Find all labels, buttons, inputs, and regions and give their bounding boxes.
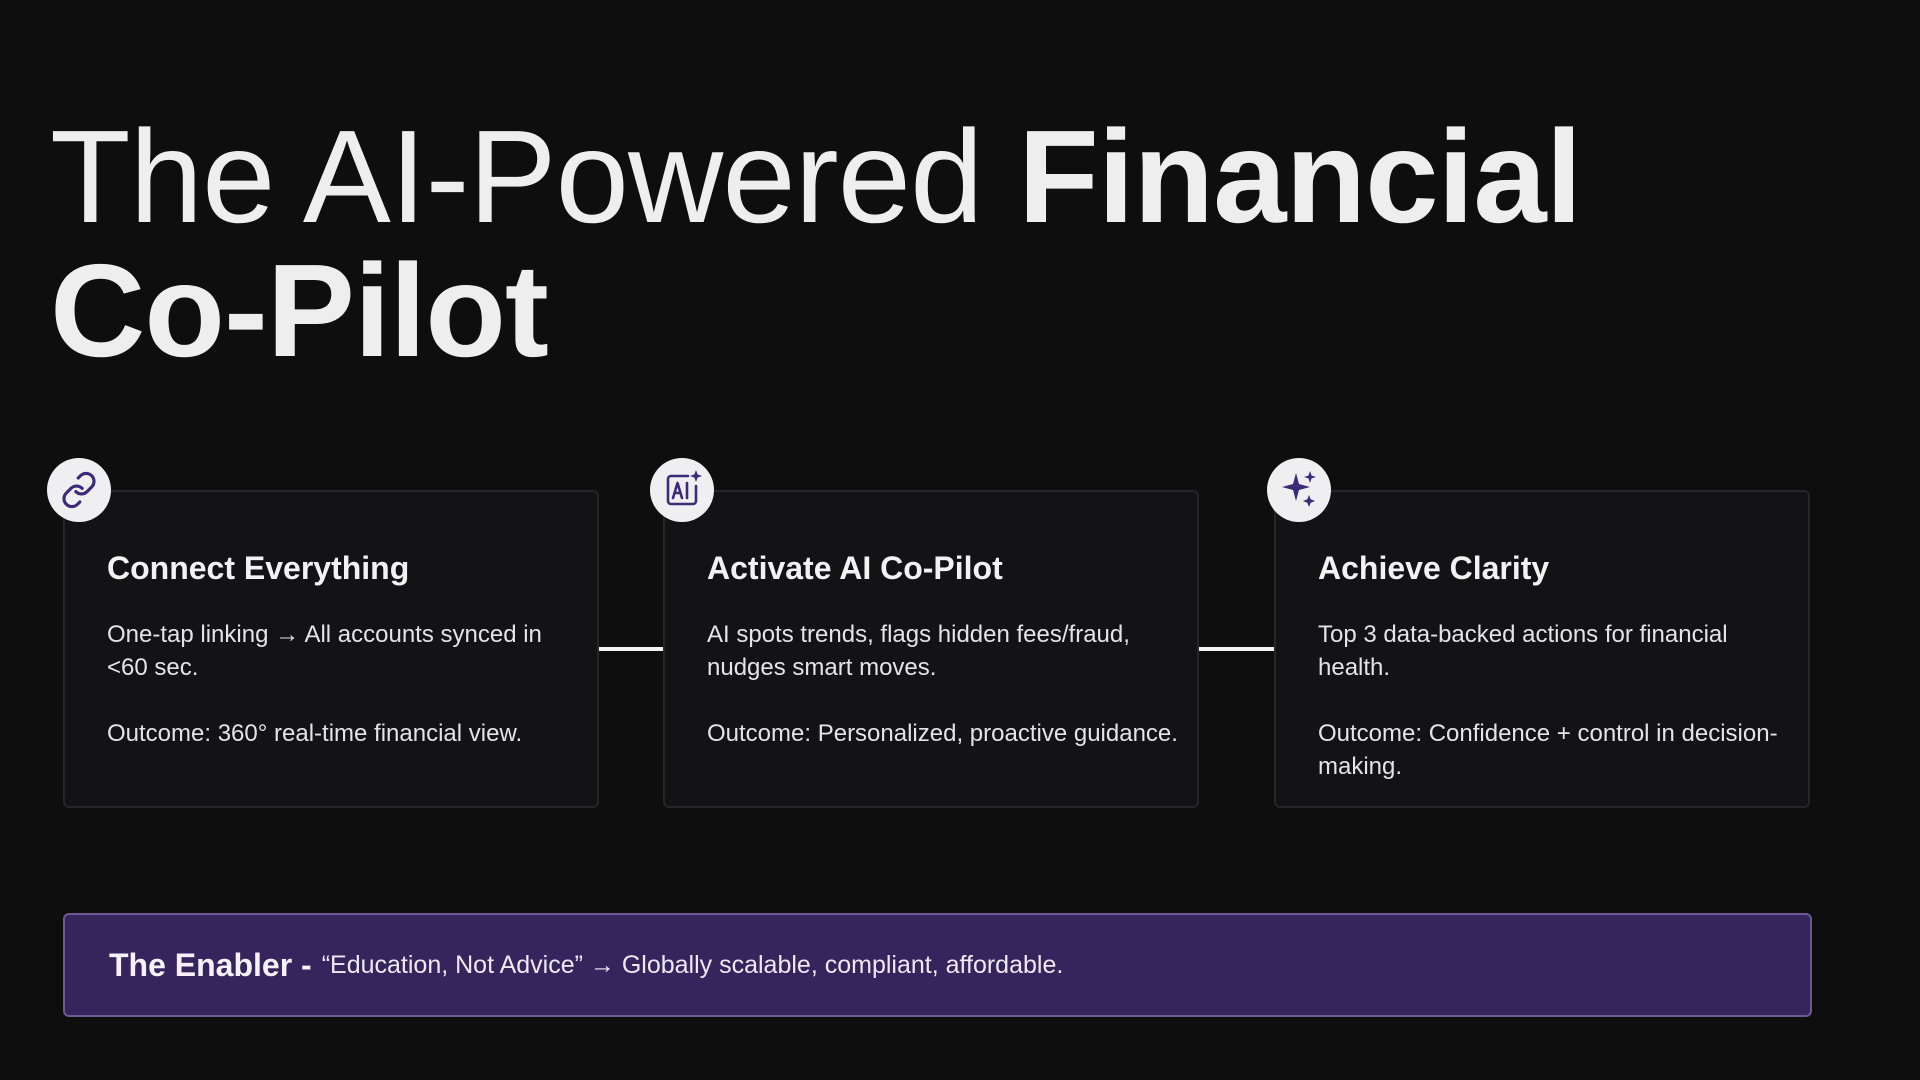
enabler-label: The Enabler - <box>109 946 312 983</box>
card-title: Achieve Clarity <box>1318 550 1550 586</box>
step-connector <box>1199 647 1274 651</box>
title-line-1: The AI-Powered Financial <box>50 110 1582 244</box>
title-light-text: The AI-Powered <box>50 103 1019 250</box>
step-card-connect: Connect Everything One-tap linking → All… <box>63 490 599 808</box>
link-icon <box>62 471 96 509</box>
step-card-activate: Activate AI Co-Pilot AI spots trends, fl… <box>663 490 1199 808</box>
enabler-text: “Education, Not Advice” → Globally scala… <box>321 950 1064 979</box>
link-icon-badge <box>47 458 111 522</box>
sparkles-icon <box>1282 471 1316 507</box>
card-title: Activate AI Co-Pilot <box>707 550 1003 586</box>
card-body: AI spots trends, flags hidden fees/fraud… <box>707 621 1130 681</box>
sparkles-icon-badge <box>1267 458 1331 522</box>
card-outcome: Outcome: 360° real-time financial view. <box>107 720 523 747</box>
enabler-banner: The Enabler - “Education, Not Advice” → … <box>63 913 1812 1017</box>
step-card-clarity: Achieve Clarity Top 3 data-backed action… <box>1274 490 1810 808</box>
card-title: Connect Everything <box>107 550 410 586</box>
card-outcome: Outcome: Personalized, proactive guidanc… <box>707 720 1178 747</box>
title-bold-text: Financial <box>1018 103 1582 250</box>
step-connector <box>599 647 663 651</box>
page-title: The AI-Powered Financial Co-Pilot <box>50 110 1582 384</box>
ai-icon-badge <box>650 458 714 522</box>
title-line-2: Co-Pilot <box>50 237 549 384</box>
ai-sparkle-icon <box>666 470 702 506</box>
card-outcome: Outcome: Confidence + control in decisio… <box>1318 720 1778 780</box>
card-body: One-tap linking → All accounts synced in… <box>107 621 542 681</box>
card-body: Top 3 data-backed actions for financial … <box>1318 621 1728 681</box>
